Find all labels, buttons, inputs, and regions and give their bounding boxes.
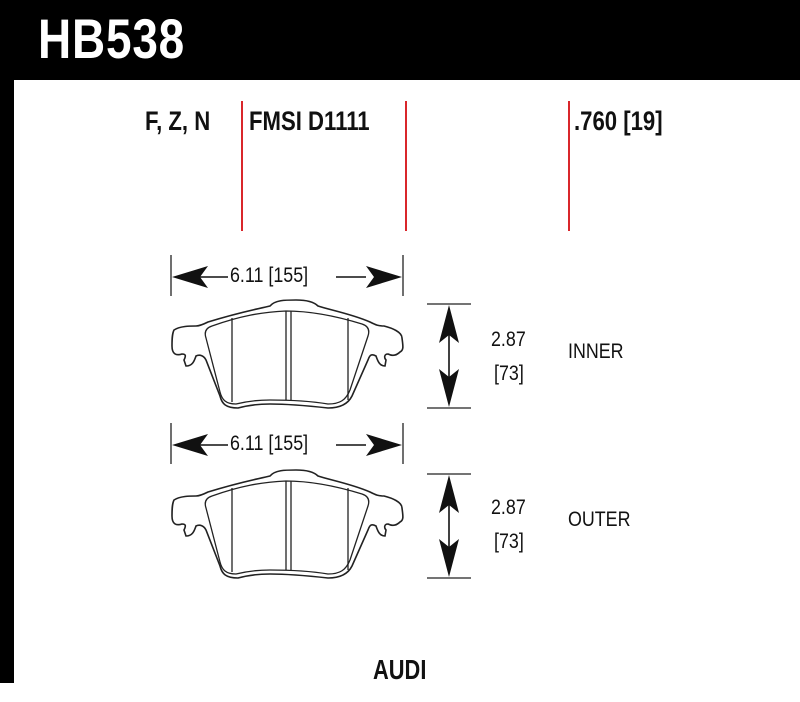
inner-height-mm: [73] [494, 362, 524, 385]
outer-width-label: 6.11 [155] [230, 432, 309, 455]
pad-thickness: .760 [19] [574, 106, 663, 136]
header-bar [0, 0, 800, 80]
fmsi-number: FMSI D1111 [249, 106, 370, 136]
outer-height-mm: [73] [494, 530, 524, 553]
part-number: HB538 [38, 7, 186, 70]
inner-height-dimension-icon [426, 303, 472, 409]
vehicle-make: AUDI [373, 654, 427, 685]
divider-line-1 [241, 101, 243, 231]
inner-pad-outline-icon [171, 299, 404, 409]
left-border-bar [0, 0, 14, 683]
divider-line-2 [405, 101, 407, 231]
compound-codes: F, Z, N [145, 106, 211, 136]
outer-height-dimension-icon [426, 473, 472, 579]
inner-height-in: 2.87 [491, 328, 526, 351]
outer-height-in: 2.87 [491, 496, 526, 519]
inner-width-label: 6.11 [155] [230, 264, 309, 287]
outer-pad-outline-icon [171, 469, 404, 579]
inner-pad-label: INNER [568, 340, 624, 363]
outer-pad-label: OUTER [568, 508, 631, 531]
divider-line-3 [568, 101, 570, 231]
